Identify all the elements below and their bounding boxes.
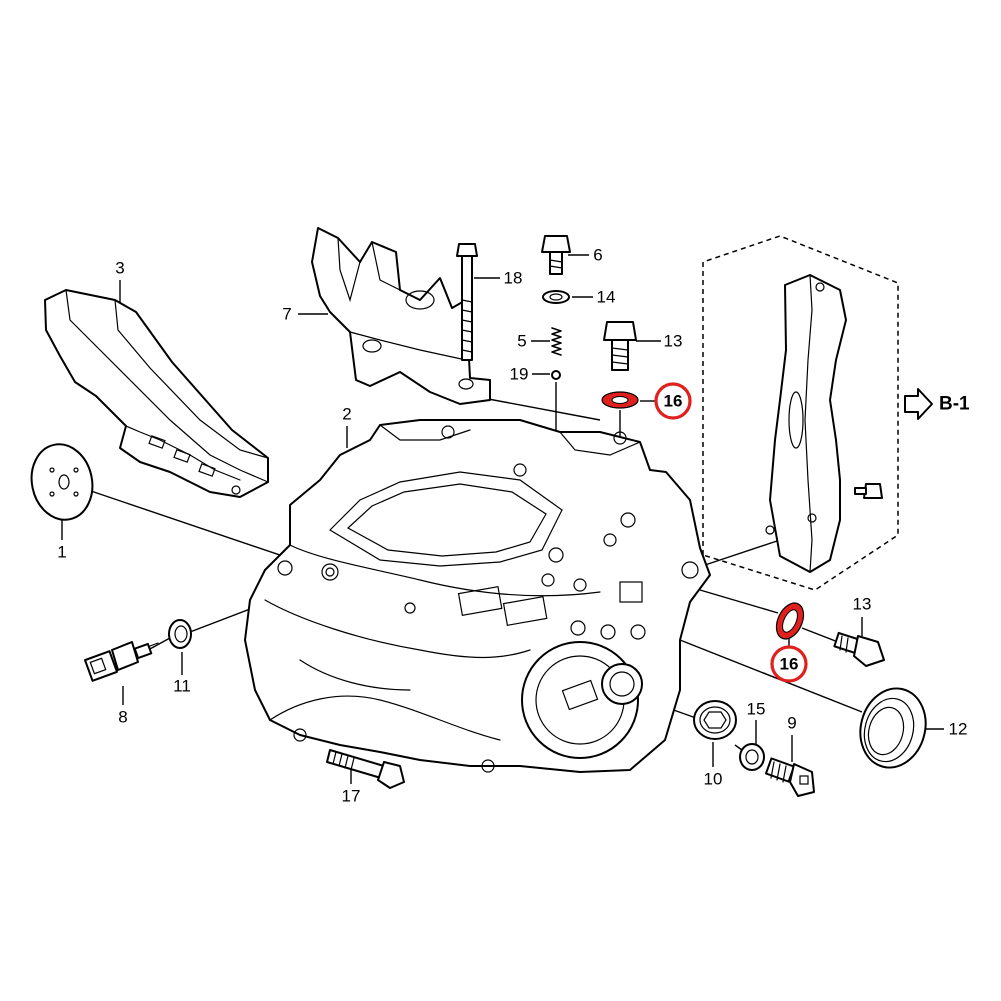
reference-label: B-1 <box>939 394 970 415</box>
callout-2: 2 <box>342 405 351 424</box>
part-10-plug <box>693 700 737 740</box>
callout-17: 17 <box>342 787 361 806</box>
callout-6: 6 <box>593 246 602 265</box>
part-8-sensor-switch <box>84 641 159 682</box>
highlight-circle-16-top <box>654 382 692 420</box>
part-11-washer <box>168 619 192 649</box>
callout-5: 5 <box>517 332 526 351</box>
part-5-spring <box>551 327 562 356</box>
part-17-long-bolt <box>326 749 405 789</box>
callout-7: 7 <box>282 305 291 324</box>
reference-arrow: B-1 <box>904 388 970 420</box>
part-2-transmission-case <box>244 419 711 773</box>
part-16-washer-top <box>601 391 639 409</box>
part-7-mount-bracket <box>311 227 491 405</box>
callout-3: 3 <box>115 259 124 278</box>
part-19-ball <box>551 370 561 380</box>
callout-16-top: 16 <box>664 392 683 411</box>
part-13-drain-bolt-right <box>833 631 885 667</box>
part-12-oil-seal <box>859 687 927 769</box>
callout-18: 18 <box>504 269 523 288</box>
callout-11: 11 <box>173 677 191 696</box>
dashed-inset-box <box>702 235 899 591</box>
inset-bracket <box>765 274 847 573</box>
callout-19: 19 <box>510 365 529 384</box>
callout-8: 8 <box>118 708 127 727</box>
highlight-markers <box>654 382 808 683</box>
callout-10: 10 <box>704 770 723 789</box>
part-16-washer-right <box>775 602 805 640</box>
part-1-disc <box>30 443 94 521</box>
callout-1: 1 <box>57 543 66 562</box>
part-13-drain-bolt-top <box>603 321 637 371</box>
callout-15: 15 <box>747 700 766 719</box>
part-9-bolt <box>764 757 815 797</box>
callout-16-right: 16 <box>780 655 799 674</box>
callout-13-right: 13 <box>853 595 872 614</box>
part-6-bolt <box>541 235 571 275</box>
callout-12: 12 <box>949 720 968 739</box>
highlight-circle-16-right <box>770 645 808 683</box>
part-15-washer <box>739 743 765 771</box>
arrow-right-icon <box>904 388 933 420</box>
callout-labels: 3 1 2 7 18 6 14 5 13 19 16 13 16 11 8 15… <box>57 246 967 806</box>
callout-9: 9 <box>787 714 796 733</box>
callout-14: 14 <box>597 288 616 307</box>
inset-small-bolt <box>854 483 883 499</box>
part-18-long-bolt <box>456 243 478 361</box>
callout-13-top: 13 <box>664 332 683 351</box>
part-3-shield <box>44 289 269 498</box>
part-14-washer <box>542 290 570 304</box>
